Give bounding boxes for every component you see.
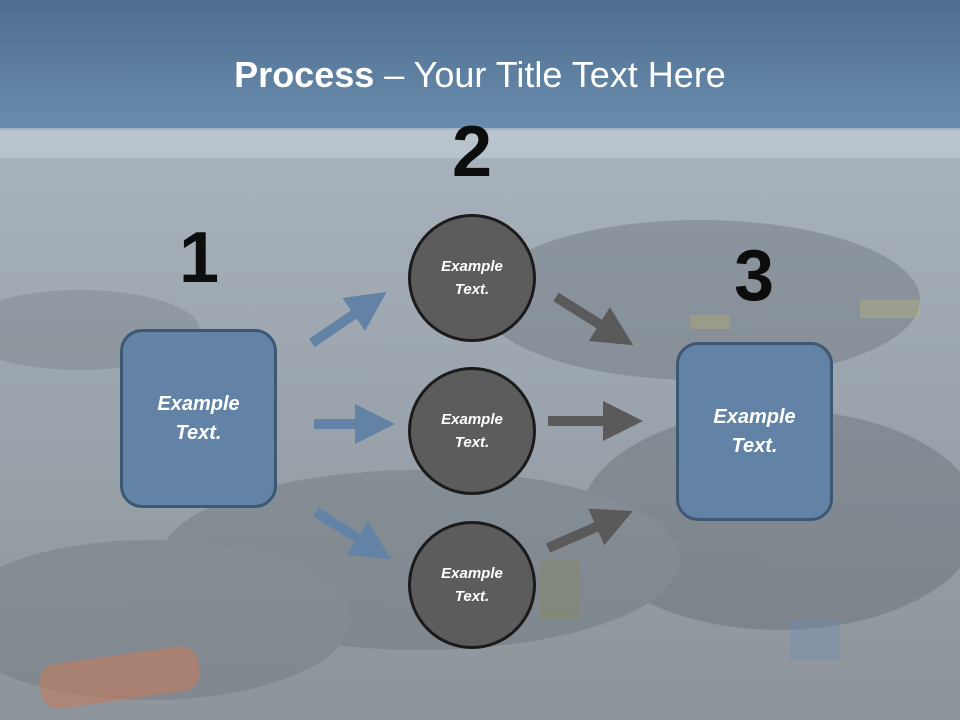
box-right: Example Text.	[676, 342, 833, 521]
circle-bottom-text: Example Text.	[441, 565, 503, 605]
box-right-text: Example Text.	[713, 405, 796, 457]
circle-top-text: Example Text.	[441, 258, 503, 298]
circle-bottom: Example Text.	[408, 521, 536, 649]
circle-middle: Example Text.	[408, 367, 536, 495]
box-left: Example Text.	[120, 329, 277, 508]
step-number-3: 3	[733, 236, 775, 316]
arrow-to-top-circle	[309, 291, 387, 348]
slide-title: Process – Your Title Text Here	[0, 54, 960, 96]
box-left-text: Example Text.	[157, 392, 240, 444]
step-number-2: 2	[451, 112, 493, 192]
title-bold: Process	[234, 54, 375, 95]
step-number-1: 1	[178, 218, 220, 298]
arrow-from-top-circle	[553, 292, 634, 346]
arrow-to-bottom-circle	[313, 507, 392, 560]
circle-top: Example Text.	[408, 214, 536, 342]
title-rest: – Your Title Text Here	[374, 54, 726, 95]
circle-middle-text: Example Text.	[441, 411, 503, 451]
arrow-from-bottom-circle	[546, 508, 633, 553]
